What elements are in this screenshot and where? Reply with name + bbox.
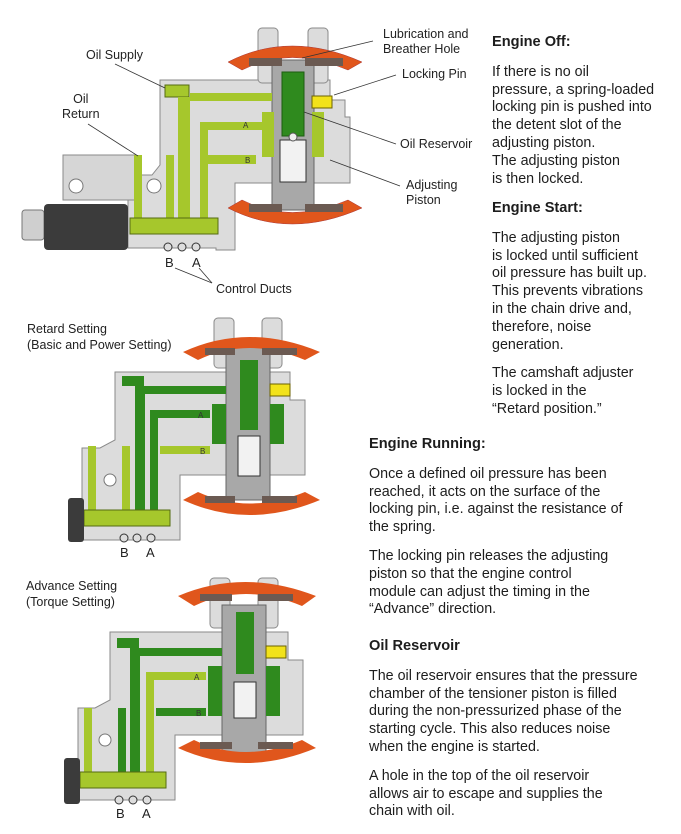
oil-channels <box>83 360 284 527</box>
label-duct-b: B <box>165 255 174 270</box>
channel-a-label: A <box>194 673 200 682</box>
label-oil-supply: Oil Supply <box>86 48 143 62</box>
paragraph-engine-start-2: The camshaft adjuster is locked in the “… <box>492 365 634 417</box>
section-engine-off: Engine Off: If there is no oil pressure,… <box>492 34 677 199</box>
diagram-retard-setting: A B Retard Setting (Basic and Power Sett… <box>0 300 360 560</box>
channel-b-label: B <box>200 447 205 456</box>
locking-pin <box>311 95 333 109</box>
label-adjusting-piston: Adjusting Piston <box>406 178 458 207</box>
label-control-ducts: Control Ducts <box>216 282 292 296</box>
adjusting-piston <box>279 71 307 183</box>
adjuster-cutaway-retard: A B <box>68 317 320 543</box>
channel-a-label: A <box>243 121 249 130</box>
paragraph-oil-reservoir-2: A hole in the top of the oil reservoir a… <box>369 767 603 820</box>
adjuster-cutaway-advance: A B <box>64 577 316 805</box>
caption-retard-setting: Retard Setting (Basic and Power Setting) <box>27 322 172 352</box>
label-duct-a: A <box>146 545 155 560</box>
oil-channels <box>129 84 324 235</box>
chain-guide-top <box>183 337 320 360</box>
paragraph-engine-running-1: Once a defined oil pressure has been rea… <box>369 465 623 536</box>
caption-advance-setting: Advance Setting (Torque Setting) <box>26 579 118 609</box>
heading-oil-reservoir: Oil Reservoir <box>369 638 460 654</box>
section-engine-start: Engine Start: The adjusting piston is lo… <box>492 200 677 430</box>
paragraph-engine-start-1: The adjusting piston is locked until suf… <box>492 229 647 353</box>
label-oil-return: Oil Return <box>62 92 100 121</box>
adjuster-cutaway-top: A B <box>21 27 401 284</box>
chain-guide-bottom <box>227 199 363 225</box>
locking-pin <box>265 645 287 659</box>
label-lubrication-breather-hole: Lubrication and Breather Hole <box>383 27 469 56</box>
label-duct-a: A <box>192 255 201 270</box>
chain-guide-bottom <box>178 740 316 763</box>
locking-pin <box>269 383 291 397</box>
heading-engine-off: Engine Off: <box>492 34 571 50</box>
control-duct-ports <box>163 242 201 252</box>
label-duct-b: B <box>120 545 129 560</box>
heading-engine-running: Engine Running: <box>369 436 486 452</box>
label-locking-pin: Locking Pin <box>402 67 467 81</box>
diagram-advance-setting: A B Advance Setting (Torque Setting) B A <box>0 560 360 834</box>
paragraph-oil-reservoir-1: The oil reservoir ensures that the press… <box>369 667 638 755</box>
label-duct-b: B <box>116 806 125 821</box>
channel-b-label: B <box>196 709 201 718</box>
oil-channels <box>79 612 280 789</box>
diagram-engine-off: A B Oil Supply Oil Return Lubrication an… <box>0 0 480 300</box>
label-duct-a: A <box>142 806 151 821</box>
paragraph-engine-off: If there is no oil pressure, a spring-lo… <box>492 63 655 187</box>
section-engine-running: Engine Running: Once a defined oil press… <box>369 436 679 630</box>
chain-guide-top <box>178 582 316 606</box>
leader-lines <box>87 40 401 284</box>
channel-b-label: B <box>245 156 250 165</box>
paragraph-engine-running-2: The locking pin releases the adjusting p… <box>369 547 609 618</box>
solenoid-valve <box>64 758 80 804</box>
label-oil-reservoir: Oil Reservoir <box>400 137 473 151</box>
heading-engine-start: Engine Start: <box>492 200 583 216</box>
channel-a-label: A <box>198 411 204 420</box>
solenoid-valve <box>21 204 128 250</box>
solenoid-valve <box>68 498 84 542</box>
chain-guide-bottom <box>183 492 320 515</box>
section-oil-reservoir: Oil Reservoir The oil reservoir ensures … <box>369 638 679 832</box>
